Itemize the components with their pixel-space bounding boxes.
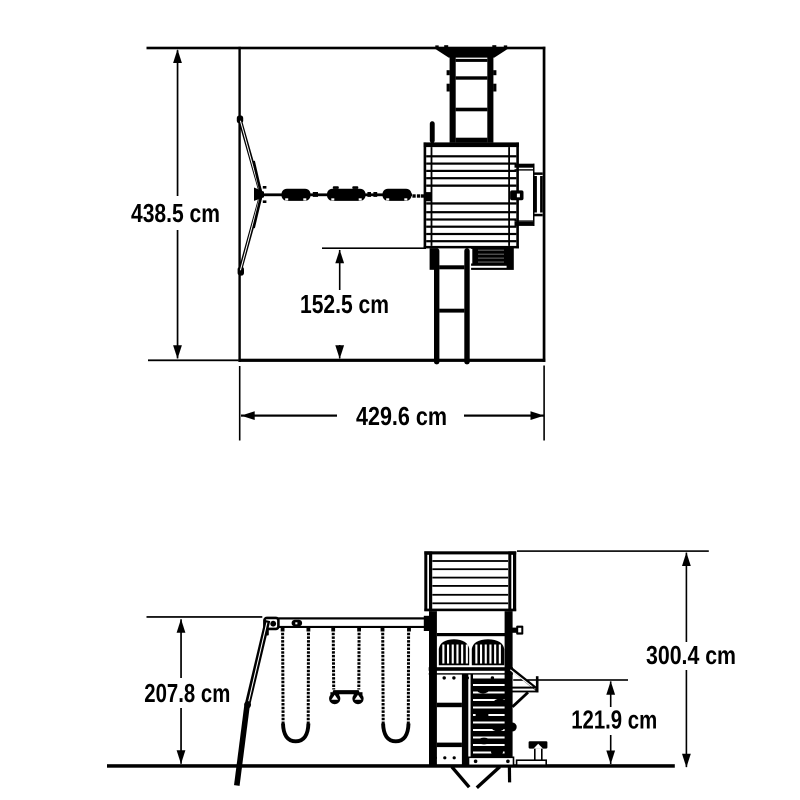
svg-text:429.6 cm: 429.6 cm bbox=[356, 401, 447, 431]
svg-text:300.4 cm: 300.4 cm bbox=[646, 640, 736, 670]
svg-text:152.5 cm: 152.5 cm bbox=[300, 289, 389, 319]
svg-text:438.5 cm: 438.5 cm bbox=[131, 198, 220, 228]
svg-text:121.9 cm: 121.9 cm bbox=[571, 705, 657, 735]
svg-text:207.8 cm: 207.8 cm bbox=[144, 678, 230, 708]
